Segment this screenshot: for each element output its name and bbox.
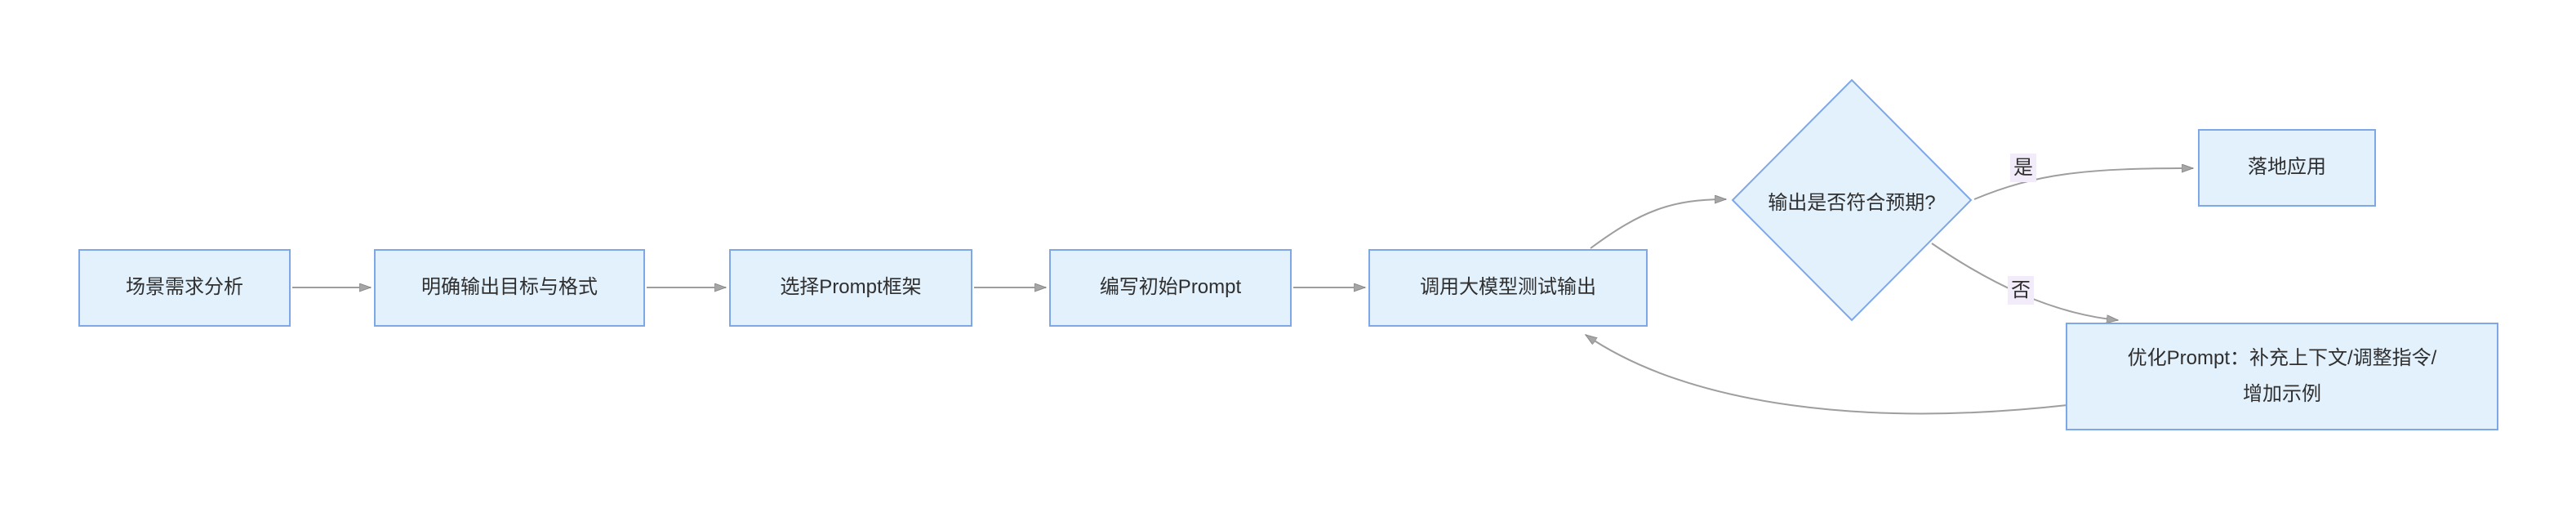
node-optimize-label: 优化Prompt：补充上下文/调整指令/ 增加示例 bbox=[2127, 346, 2437, 405]
edge-test-to-decision bbox=[1590, 199, 1726, 249]
edge-decision-yes-to-apply bbox=[1973, 168, 2193, 200]
node-choose-framework: 选择Prompt框架 bbox=[729, 249, 972, 327]
edge-label-yes: 是 bbox=[2010, 154, 2036, 183]
node-scene-analysis: 场景需求分析 bbox=[78, 249, 291, 327]
node-test-output-label: 调用大模型测试输出 bbox=[1420, 276, 1596, 299]
node-optimize: 优化Prompt：补充上下文/调整指令/ 增加示例 bbox=[2066, 323, 2498, 430]
node-scene-analysis-label: 场景需求分析 bbox=[126, 276, 243, 299]
node-write-initial-label: 编写初始Prompt bbox=[1099, 276, 1242, 299]
node-choose-framework-label: 选择Prompt框架 bbox=[780, 276, 922, 299]
node-write-initial: 编写初始Prompt bbox=[1049, 249, 1292, 327]
node-apply: 落地应用 bbox=[2198, 129, 2376, 207]
node-clarify-output-label: 明确输出目标与格式 bbox=[421, 276, 598, 299]
node-apply-label: 落地应用 bbox=[2248, 156, 2326, 179]
node-clarify-output: 明确输出目标与格式 bbox=[374, 249, 645, 327]
node-decision: 输出是否符合预期? bbox=[1731, 78, 1973, 322]
node-decision-label: 输出是否符合预期? bbox=[1768, 191, 1936, 214]
diamond-icon bbox=[1731, 78, 1973, 322]
node-test-output: 调用大模型测试输出 bbox=[1368, 249, 1648, 327]
decision-diamond-shape bbox=[1731, 78, 1973, 322]
edge-label-no: 否 bbox=[2008, 276, 2034, 305]
edge-optimize-back-to-test bbox=[1586, 335, 2068, 415]
